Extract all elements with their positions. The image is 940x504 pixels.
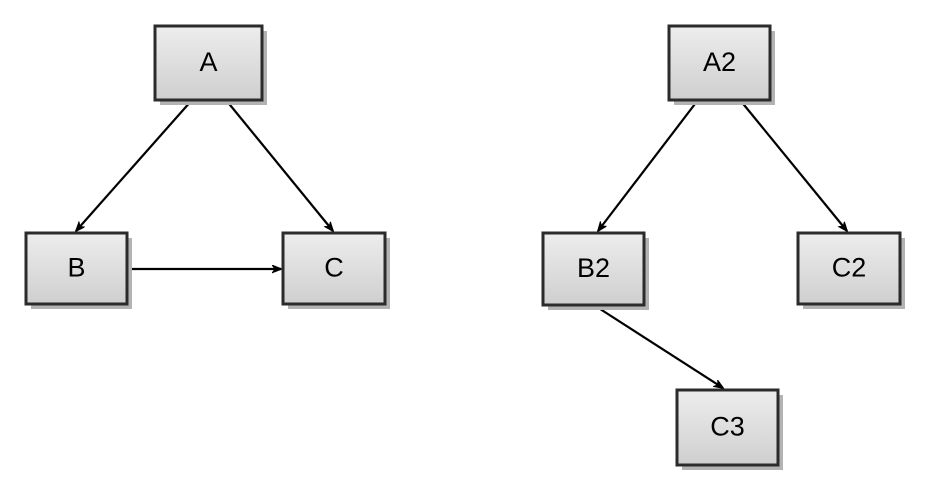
node-c[interactable]: C: [281, 231, 390, 309]
node-box-b2[interactable]: [541, 231, 646, 307]
edge-a2-to-b2[interactable]: [598, 99, 699, 231]
graph-right-edges: [596, 99, 847, 388]
node-label-c3: C3: [710, 412, 745, 442]
node-box-b[interactable]: [24, 231, 129, 306]
graph-left-edges: [76, 99, 333, 269]
edge-a-to-b[interactable]: [76, 99, 193, 231]
edge-b2-to-c3[interactable]: [596, 306, 723, 388]
node-a[interactable]: A: [153, 24, 267, 105]
node-box-c3[interactable]: [675, 388, 780, 467]
graph-left-nodes: A B C: [24, 24, 390, 309]
node-box-c[interactable]: [281, 231, 387, 306]
node-label-a: A: [199, 47, 217, 77]
node-b[interactable]: B: [24, 231, 132, 309]
edge-a-to-c[interactable]: [225, 99, 333, 231]
node-b2[interactable]: B2: [541, 231, 649, 310]
node-label-c2: C2: [832, 253, 867, 283]
node-label-b: B: [67, 253, 85, 283]
node-label-b2: B2: [577, 253, 610, 283]
node-label-a2: A2: [703, 47, 736, 77]
node-a2[interactable]: A2: [667, 24, 775, 105]
edges-layer: [76, 99, 847, 388]
node-box-a2[interactable]: [667, 24, 772, 102]
node-c2[interactable]: C2: [796, 231, 905, 309]
node-box-a[interactable]: [153, 24, 264, 102]
node-label-c: C: [324, 253, 344, 283]
node-box-c2[interactable]: [796, 231, 902, 306]
edge-a2-to-c2[interactable]: [739, 99, 847, 231]
node-c3[interactable]: C3: [675, 388, 783, 470]
